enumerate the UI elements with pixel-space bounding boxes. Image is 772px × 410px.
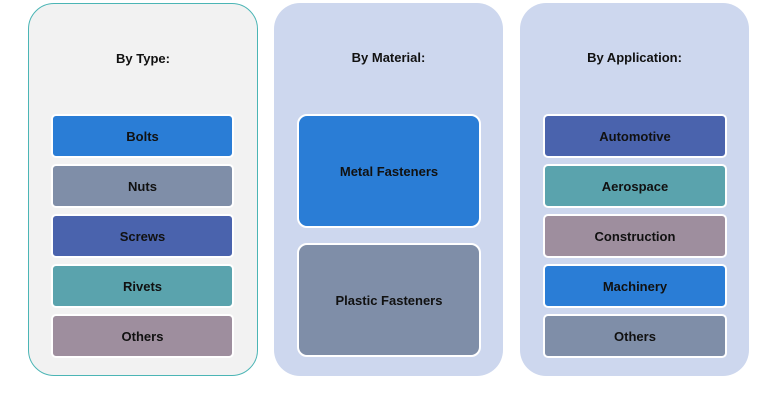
panel-title: By Application: bbox=[587, 50, 682, 65]
type-item-screws: Screws bbox=[51, 214, 234, 258]
application-item-machinery: Machinery bbox=[543, 264, 727, 308]
type-item-others: Others bbox=[51, 314, 234, 358]
type-item-rivets: Rivets bbox=[51, 264, 234, 308]
application-item-others: Others bbox=[543, 314, 727, 358]
application-item-automotive: Automotive bbox=[543, 114, 727, 158]
material-item-plastic: Plastic Fasteners bbox=[297, 243, 481, 357]
application-item-aerospace: Aerospace bbox=[543, 164, 727, 208]
panel-title: By Type: bbox=[116, 51, 170, 66]
type-item-nuts: Nuts bbox=[51, 164, 234, 208]
material-item-metal: Metal Fasteners bbox=[297, 114, 481, 228]
application-item-construction: Construction bbox=[543, 214, 727, 258]
panel-title: By Material: bbox=[351, 50, 426, 65]
type-item-bolts: Bolts bbox=[51, 114, 234, 158]
